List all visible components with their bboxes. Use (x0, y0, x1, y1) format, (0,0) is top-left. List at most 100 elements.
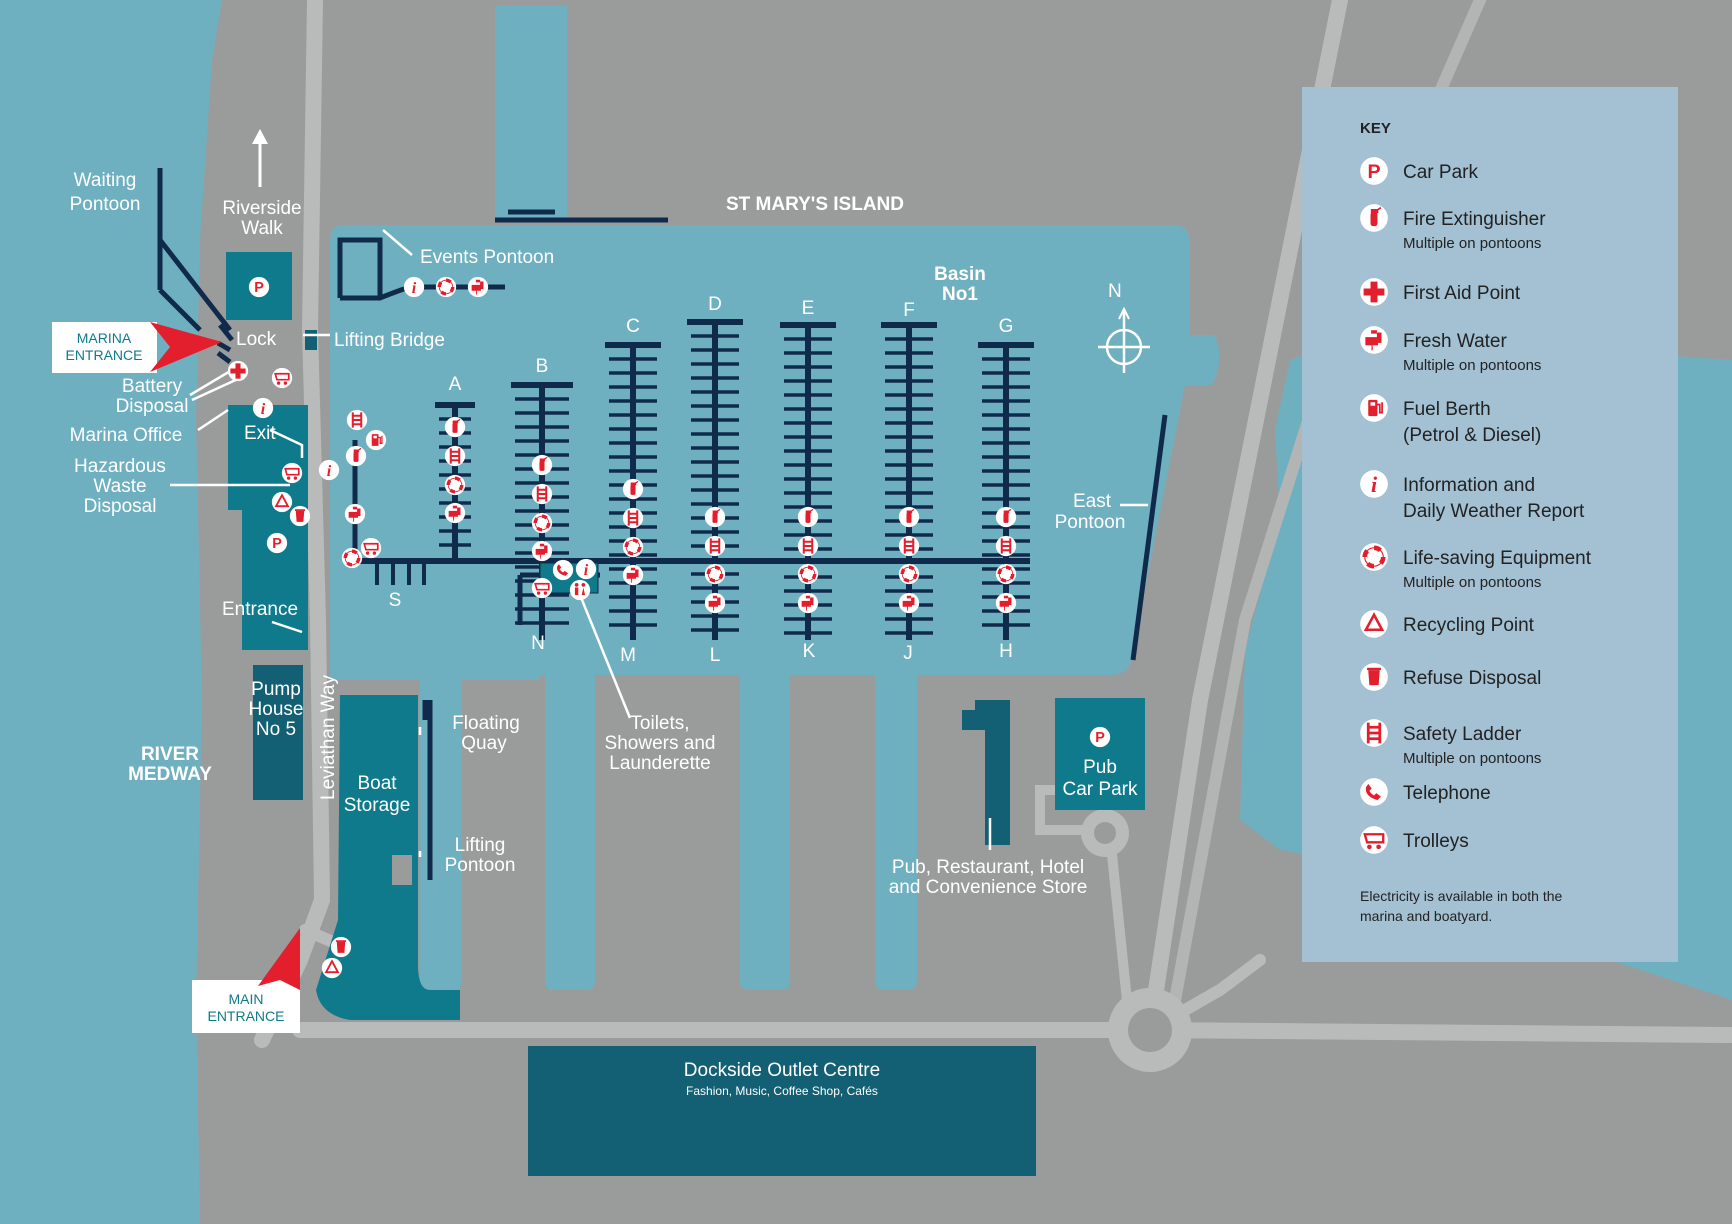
key-item: Fuel Berth (Petrol & Diesel) (1359, 393, 1541, 446)
refuse-icon (1360, 663, 1388, 691)
water-icon (531, 540, 553, 562)
life-icon (341, 547, 363, 569)
fire-extinguisher-icon (1359, 203, 1389, 233)
key-item-sub: Multiple on pontoons (1403, 574, 1541, 591)
key-item: Telephone (1360, 778, 1491, 806)
info-icon (318, 459, 340, 481)
recycling-icon (1359, 609, 1389, 639)
dockside-outlet-building (528, 1046, 1036, 1176)
key-item-sub2: Daily Weather Report (1403, 501, 1585, 522)
refuse-icon (289, 505, 311, 527)
ladder-icon (898, 535, 920, 557)
key-item-sub2: (Petrol & Diesel) (1403, 425, 1541, 446)
water-icon (467, 276, 489, 298)
lifting-bridge-label: Lifting Bridge (334, 330, 445, 351)
pub-building (962, 700, 1010, 845)
pontoon-letter-bottom: K (803, 641, 816, 662)
river-label-2: MEDWAY (128, 764, 212, 785)
main-entrance-callout: MAIN ENTRANCE (192, 928, 300, 1033)
svg-text:MARINA: MARINA (77, 330, 132, 346)
key-item-label: Life-saving Equipment (1403, 548, 1592, 569)
key-note-2: marina and boatyard. (1360, 908, 1492, 924)
pub-restaurant-label-1: Pub, Restaurant, Hotel (892, 857, 1084, 878)
riverside-walk-label-2: Walk (241, 218, 283, 239)
pump-house-label-2: House (249, 699, 304, 720)
dockside-label: Dockside Outlet Centre (684, 1060, 880, 1081)
phone-icon (552, 559, 574, 581)
riverside-walk-arrow (252, 129, 268, 187)
fire-icon (898, 506, 920, 528)
lifting-pontoon-label-2: Pontoon (445, 855, 516, 876)
toilets-label-3: Launderette (609, 753, 710, 774)
toilets-label-1: Toilets, (630, 713, 689, 734)
dockside-sub-label: Fashion, Music, Coffee Shop, Cafés (686, 1084, 878, 1098)
parking-icon (248, 276, 270, 298)
east-pontoon-label-1: East (1073, 491, 1112, 512)
key-item-label: Recycling Point (1403, 615, 1535, 636)
life-icon (435, 276, 457, 298)
key-item: Refuse Disposal (1360, 663, 1541, 691)
key-item-sub: Multiple on pontoons (1403, 750, 1541, 767)
fresh-water-icon (1359, 325, 1389, 355)
water-icon (444, 502, 466, 524)
pontoon-letter-top: E (802, 298, 815, 319)
pontoon-letter-top: F (903, 300, 915, 321)
parking-icon (266, 532, 288, 554)
pontoon-letter-top: A (449, 374, 462, 395)
fire-icon (622, 478, 644, 500)
hazardous-label-1: Hazardous (74, 456, 166, 477)
pontoon-letter-bottom: M (620, 645, 636, 666)
basin-label-2: No1 (942, 284, 978, 305)
refuse-icon (330, 936, 352, 958)
waiting-pontoon-label-1: Waiting (74, 170, 137, 191)
events-pontoon-label: Events Pontoon (420, 247, 554, 268)
key-item-label: Refuse Disposal (1403, 668, 1541, 689)
toilet-icon (569, 579, 591, 601)
life-icon (797, 563, 819, 585)
life-icon (444, 474, 466, 496)
key-item: Car Park (1360, 157, 1478, 185)
life-saving-icon (1360, 543, 1388, 571)
hazardous-label-2: Waste (93, 476, 146, 497)
key-item-label: Safety Ladder (1403, 724, 1522, 745)
pontoon-structures (218, 319, 1034, 640)
fire-icon (531, 454, 553, 476)
svg-text:MAIN: MAIN (229, 991, 264, 1007)
svg-text:ENTRANCE: ENTRANCE (207, 1008, 284, 1024)
key-item-label: Fresh Water (1403, 331, 1507, 352)
life-icon (704, 563, 726, 585)
toilets-label-2: Showers and (605, 733, 716, 754)
life-icon (995, 563, 1017, 585)
water-icon (704, 592, 726, 614)
key-item-label: Fuel Berth (1403, 399, 1491, 420)
key-item-label: Fire Extinguisher (1403, 209, 1546, 230)
riverside-walk-label-1: Riverside (222, 198, 301, 219)
recycle-icon (321, 957, 343, 979)
info-icon (403, 276, 425, 298)
pontoon-letter-bottom: J (903, 643, 913, 664)
svg-text:ENTRANCE: ENTRANCE (65, 347, 142, 363)
buildings (226, 252, 1145, 1176)
compass-letter: N (1108, 281, 1122, 302)
pump-house-label-3: No 5 (256, 719, 296, 740)
marina-office-label: Marina Office (70, 425, 183, 446)
car-park-icon (1360, 157, 1388, 185)
pontoon-letter-top: B (536, 356, 549, 377)
trolley-icon (531, 577, 553, 599)
life-icon (622, 536, 644, 558)
floating-quay-label-1: Floating (452, 713, 520, 734)
parking-icon (1089, 726, 1111, 748)
key-item-sub: Multiple on pontoons (1403, 357, 1541, 374)
key-item-label: Car Park (1403, 162, 1478, 183)
river-medway (0, 0, 222, 1224)
info-icon (575, 558, 597, 580)
exit-label: Exit (244, 423, 276, 444)
hazardous-label-3: Disposal (84, 496, 157, 517)
pontoon-letter-bottom: H (999, 641, 1013, 662)
